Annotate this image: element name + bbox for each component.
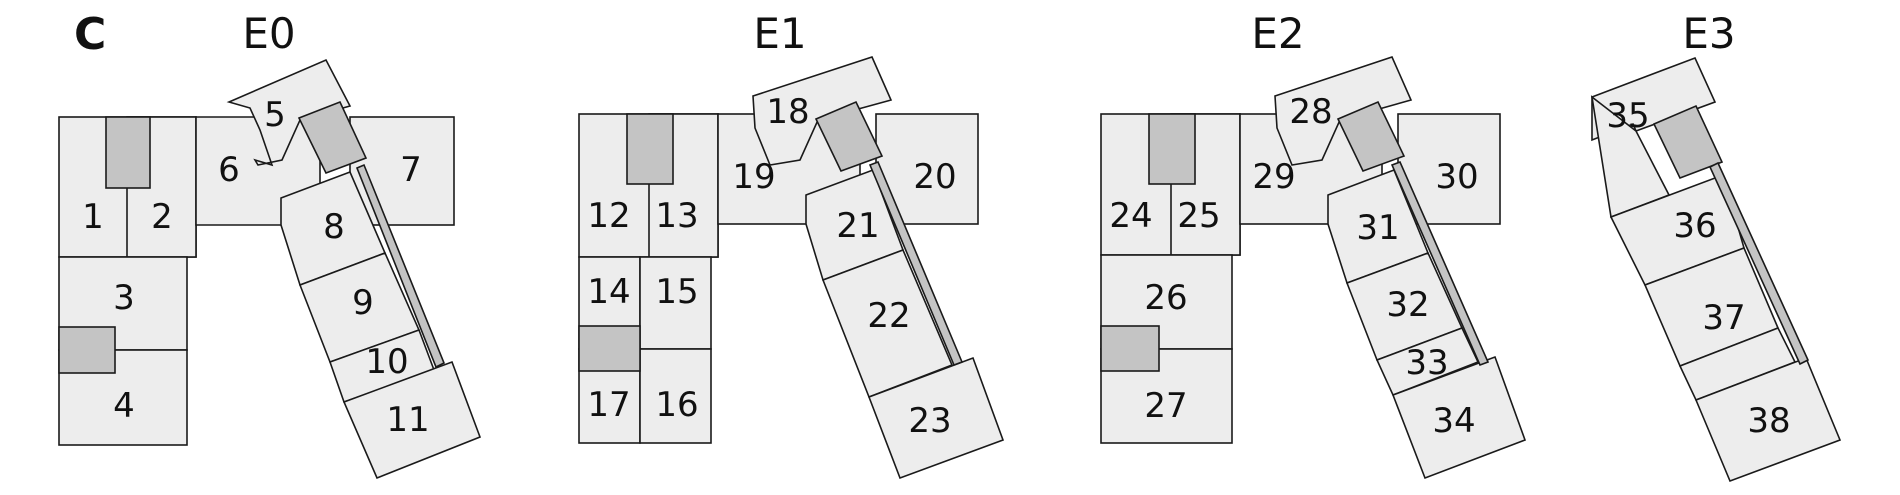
room-22 (821, 248, 954, 399)
stair-core-e1 (626, 113, 674, 185)
floor-title-e3: E3 (1682, 9, 1735, 58)
room-label-34: 34 (1432, 401, 1475, 441)
stair-core-e2 (1148, 113, 1196, 185)
panel-label: C (74, 9, 106, 60)
room-28 (1274, 56, 1413, 166)
room-label-17: 17 (587, 385, 630, 425)
room-label-12: 12 (587, 196, 630, 236)
room-label-29: 29 (1252, 157, 1295, 197)
room-5 (226, 58, 352, 167)
room-34 (1391, 355, 1527, 480)
room-label-5: 5 (264, 95, 286, 135)
room-label-18: 18 (766, 92, 809, 132)
core-e1 (814, 100, 884, 173)
room-label-14: 14 (587, 272, 630, 312)
floor-e0: E0 1 2 3 4 5 6 7 8 9 10 11 (58, 9, 482, 480)
room-label-11: 11 (386, 400, 429, 440)
room-label-19: 19 (732, 157, 775, 197)
floor-e2: E2 24 25 26 27 28 29 30 31 32 33 34 (1100, 9, 1527, 480)
room-label-2: 2 (151, 197, 173, 237)
room-23 (867, 356, 1005, 480)
corridor-e2 (1390, 160, 1490, 367)
room-18 (752, 56, 893, 166)
room-38 (1694, 356, 1842, 483)
core-e0 (297, 100, 368, 175)
room-label-16: 16 (655, 385, 698, 425)
room-label-23: 23 (908, 401, 951, 441)
floor-e1: E1 12 13 14 15 16 17 18 19 20 21 22 23 (578, 9, 1005, 480)
room-label-27: 27 (1144, 386, 1187, 426)
room-label-25: 25 (1177, 196, 1220, 236)
room-label-28: 28 (1289, 92, 1332, 132)
stair-core (105, 116, 151, 189)
elevator-core (58, 326, 116, 374)
room-label-32: 32 (1386, 285, 1429, 325)
room-label-8: 8 (323, 207, 345, 247)
room-label-37: 37 (1702, 298, 1745, 338)
corridor-e1 (868, 160, 964, 367)
room-label-7: 7 (400, 150, 422, 190)
room-label-3: 3 (113, 278, 135, 318)
room-label-9: 9 (352, 283, 374, 323)
room-label-10: 10 (365, 342, 408, 382)
room-label-1: 1 (82, 197, 104, 237)
elevator-core-e2 (1100, 325, 1160, 372)
room-label-22: 22 (867, 296, 910, 336)
elevator-core-e1 (578, 325, 641, 372)
room-label-13: 13 (655, 196, 698, 236)
floor-e3: E3 35 36 37 38 (1590, 9, 1842, 483)
room-15 (639, 256, 712, 350)
room-label-6: 6 (218, 150, 240, 190)
room-label-26: 26 (1144, 278, 1187, 318)
room-7 (349, 116, 455, 226)
core-e2 (1336, 100, 1406, 173)
floor-title-e1: E1 (753, 9, 806, 58)
room-11 (342, 360, 482, 480)
corridor-e0 (355, 163, 446, 369)
room-label-20: 20 (913, 157, 956, 197)
room-label-21: 21 (836, 206, 879, 246)
room-label-30: 30 (1435, 157, 1478, 197)
room-label-24: 24 (1109, 196, 1152, 236)
room-label-38: 38 (1747, 401, 1790, 441)
corridor-e3 (1708, 161, 1810, 366)
room-16 (639, 348, 712, 444)
floor-title-e2: E2 (1251, 9, 1304, 58)
room-label-33: 33 (1405, 343, 1448, 383)
room-label-15: 15 (655, 272, 698, 312)
room-label-31: 31 (1356, 208, 1399, 248)
room-label-4: 4 (113, 386, 135, 426)
room-label-35: 35 (1606, 96, 1649, 136)
core-e3 (1652, 104, 1724, 180)
floor-title-e0: E0 (242, 9, 295, 58)
room-label-36: 36 (1673, 206, 1716, 246)
